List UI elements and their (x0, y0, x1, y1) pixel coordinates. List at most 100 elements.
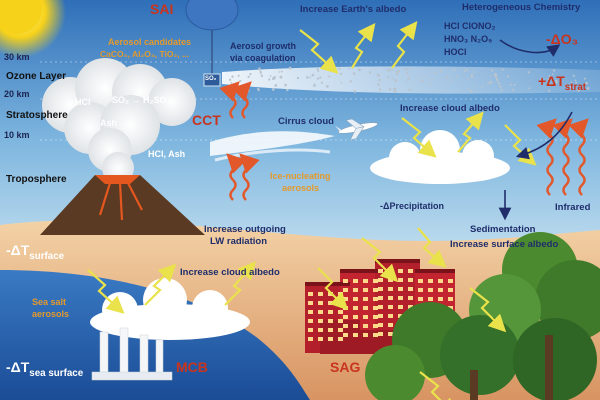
volcano-so2-reaction: SO₂ → H₂SO₄ (112, 95, 171, 105)
building-window (373, 297, 378, 301)
aerosol-particle (268, 78, 271, 81)
aerosol-particle (577, 88, 581, 92)
volcano-hcl-ash: HCl, Ash (148, 149, 186, 159)
aerosol-particle (288, 66, 292, 70)
so2-box (203, 73, 221, 87)
aerosol-particle (448, 76, 451, 79)
aerosol-particle (357, 68, 361, 72)
building-window (318, 301, 323, 305)
aerosol-particle (246, 89, 250, 93)
building-window (338, 328, 343, 332)
aerosol-particle (552, 69, 556, 72)
aerosol-particle (540, 77, 542, 80)
aerosol-particle (394, 78, 398, 82)
building-window (388, 287, 393, 291)
aerosol-particle (407, 77, 411, 80)
building-window (338, 337, 343, 341)
aerosol-particle (319, 76, 322, 79)
ships-icon (91, 327, 173, 381)
aerosol-particle (296, 76, 300, 80)
aerosol-particle (316, 77, 319, 80)
aerosol-particle (387, 75, 390, 79)
building-window (378, 332, 383, 336)
aerosol-particle (340, 81, 343, 84)
aerosol-particle (239, 79, 242, 82)
aerosol-particle (464, 70, 466, 73)
building-window (328, 310, 333, 314)
building-window (328, 301, 333, 305)
aerosol-particle (586, 87, 590, 90)
building-window (408, 296, 413, 300)
aerosol-particle (497, 82, 501, 85)
aerosol-particle (230, 82, 233, 84)
aerosol-particle (311, 73, 315, 77)
aerosol-particle (257, 89, 260, 92)
aerosol-particle (387, 68, 390, 72)
chemistry-line2: HNO₃ N₂O₅ (444, 34, 493, 44)
aerosol-particle (489, 80, 493, 84)
aerosol-particle (500, 89, 503, 92)
building-window (343, 288, 348, 292)
aerosol-particle (455, 75, 458, 78)
aerosol-particle (258, 68, 261, 71)
aerosol-particle (428, 82, 431, 85)
sea-salt-line1: Sea salt (32, 297, 67, 307)
aerosol-particle (272, 88, 275, 91)
building-window (378, 278, 383, 282)
aerosol-particle (433, 71, 437, 75)
aerosol-particle (260, 72, 262, 74)
building-window (353, 288, 358, 292)
building-window (353, 279, 358, 283)
sag-title: SAG (330, 359, 361, 375)
aerosol-particle (555, 81, 558, 84)
aerosol-particle (494, 74, 498, 78)
building-window (338, 310, 343, 314)
building-window (378, 305, 383, 309)
aerosol-particle (388, 87, 392, 91)
aerosol-particle (439, 69, 443, 73)
chemistry-line1: HCl ClONO₂ (444, 21, 496, 31)
aerosol-particle (405, 80, 408, 83)
increase-surface-albedo: Increase surface albedo (450, 239, 559, 250)
aerosol-plume (222, 66, 600, 94)
altitude-10km: 10 km (4, 130, 30, 140)
sea-salt-line2: aerosols (32, 309, 70, 319)
building-window (373, 333, 378, 337)
sai-title: SAI (150, 1, 174, 17)
aerosol-particle (406, 68, 409, 71)
building-window (343, 324, 348, 328)
building-window (343, 333, 348, 337)
ice-nucleating-line2: aerosols (282, 183, 320, 193)
aerosol-particle (507, 75, 510, 78)
balloon-icon (185, 0, 239, 75)
aerosol-particle (274, 84, 278, 87)
building-window (373, 306, 378, 310)
building-window (448, 288, 453, 292)
building-window (308, 319, 313, 323)
mcb-title: MCB (176, 359, 208, 375)
aerosol-particle (368, 71, 372, 74)
aerosol-particle (348, 67, 350, 70)
aerosol-particle (397, 69, 401, 73)
building-window (398, 296, 403, 300)
building-window (388, 323, 393, 327)
aerosol-particle (338, 67, 341, 70)
increase-lw-line2: LW radiation (210, 236, 267, 247)
aerosol-particle (231, 85, 235, 88)
altitude-20km: 20 km (4, 89, 30, 99)
aerosol-particle (316, 68, 319, 71)
aerosol-particle (349, 80, 353, 83)
aerosol-particle (404, 68, 407, 71)
aerosol-particle (426, 75, 428, 77)
building-window (418, 288, 423, 292)
infrared-label: Infrared (555, 202, 591, 213)
building-window (318, 337, 323, 341)
building-window (388, 278, 393, 282)
aerosol-particle (467, 78, 469, 81)
aerosol-particle (234, 85, 238, 88)
volcano-cloud (42, 58, 196, 184)
building-window (318, 310, 323, 314)
layer-ozone: Ozone Layer (6, 71, 67, 82)
aerosol-particle (391, 69, 393, 71)
